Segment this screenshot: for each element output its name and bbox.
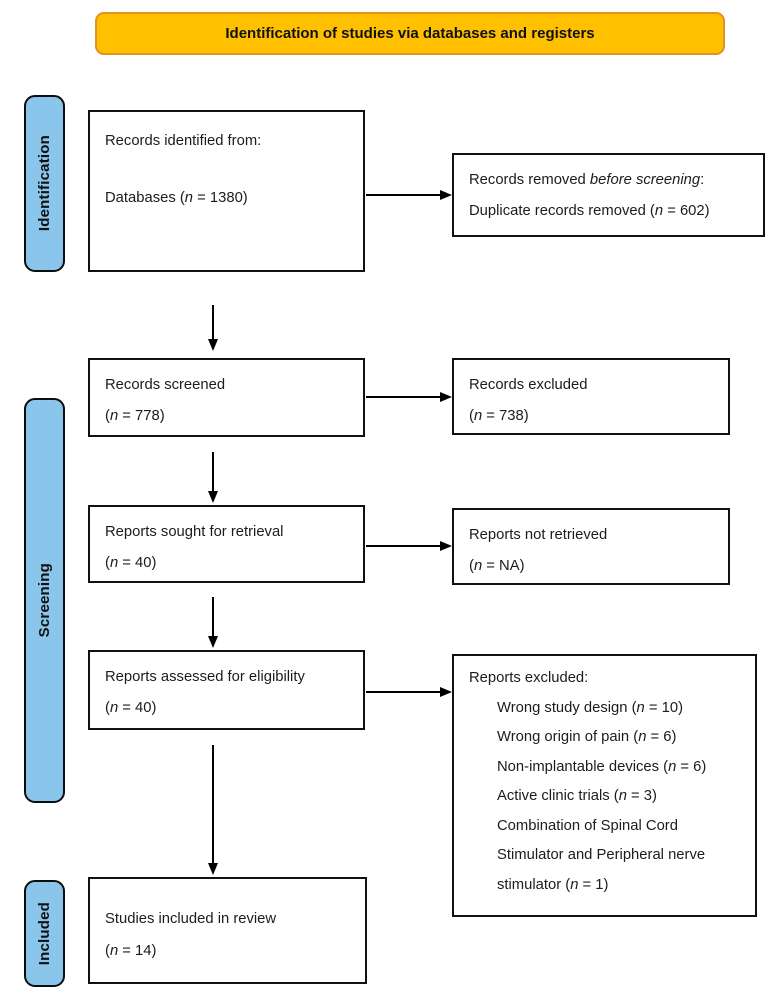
box-records-removed: Records removed before screening: Duplic… — [452, 153, 765, 237]
stage-label-screening: Screening — [36, 563, 53, 638]
box-line: Duplicate records removed (n = 602) — [469, 203, 710, 219]
stage-label-included: Included — [36, 901, 53, 966]
arrow-screened-to-sought — [212, 452, 214, 491]
arrow-sought-to-assessed — [212, 597, 214, 636]
box-line: (n = 40) — [105, 555, 157, 571]
box-line: Non-implantable devices (n = 6) — [497, 758, 707, 775]
arrow-sought-to-not-retrieved — [366, 545, 440, 547]
box-line: (n = 738) — [469, 408, 529, 424]
box-reports-excluded: Reports excluded: Wrong study design (n … — [452, 654, 757, 917]
box-line: Wrong origin of pain (n = 6) — [497, 729, 677, 745]
arrow-assessed-to-reports-excluded — [366, 691, 440, 693]
arrow-assessed-to-included — [212, 745, 214, 863]
arrow-identified-to-removed — [366, 194, 440, 196]
box-records-screened: Records screened (n = 778) — [88, 358, 365, 437]
box-line: Combination of Spinal Cord — [497, 817, 678, 834]
box-line: Databases (n = 1380) — [105, 190, 248, 206]
box-records-excluded: Records excluded (n = 738) — [452, 358, 730, 435]
box-line: Studies included in review — [105, 911, 277, 927]
banner: Identification of studies via databases … — [95, 12, 725, 55]
box-line: Records removed before screening: — [469, 172, 705, 188]
stage-label-identification: Identification — [36, 135, 53, 232]
stage-bar-included: Included — [24, 880, 65, 987]
stage-bar-screening: Screening — [24, 398, 65, 803]
box-line: (n = 40) — [105, 700, 157, 716]
box-studies-included: Studies included in review (n = 14) — [88, 877, 367, 984]
box-reports-not-retrieved: Reports not retrieved (n = NA) — [452, 508, 730, 585]
box-line: Records identified from: — [105, 133, 262, 149]
box-line: Stimulator and Peripheral nerve — [497, 847, 706, 863]
box-line: (n = NA) — [469, 558, 525, 574]
box-records-identified: Records identified from: Databases (n = … — [88, 110, 365, 272]
box-line: Reports excluded: — [469, 670, 589, 686]
box-line: Wrong study design (n = 10) — [497, 699, 684, 716]
box-line: Records excluded — [469, 377, 588, 393]
box-line: Reports sought for retrieval — [105, 524, 284, 540]
box-reports-sought: Reports sought for retrieval (n = 40) — [88, 505, 365, 583]
box-reports-assessed: Reports assessed for eligibility (n = 40… — [88, 650, 365, 730]
arrow-screened-to-excluded — [366, 396, 440, 398]
box-line: Reports not retrieved — [469, 527, 608, 543]
box-line: Records screened — [105, 377, 226, 393]
box-line: (n = 778) — [105, 408, 165, 424]
box-line: Active clinic trials (n = 3) — [497, 788, 657, 804]
box-line: Reports assessed for eligibility — [105, 669, 305, 685]
arrow-identified-to-screened — [212, 305, 214, 339]
banner-title: Identification of studies via databases … — [225, 25, 595, 42]
stage-bar-identification: Identification — [24, 95, 65, 272]
box-line: (n = 14) — [105, 943, 157, 959]
box-line: stimulator (n = 1) — [497, 876, 609, 893]
